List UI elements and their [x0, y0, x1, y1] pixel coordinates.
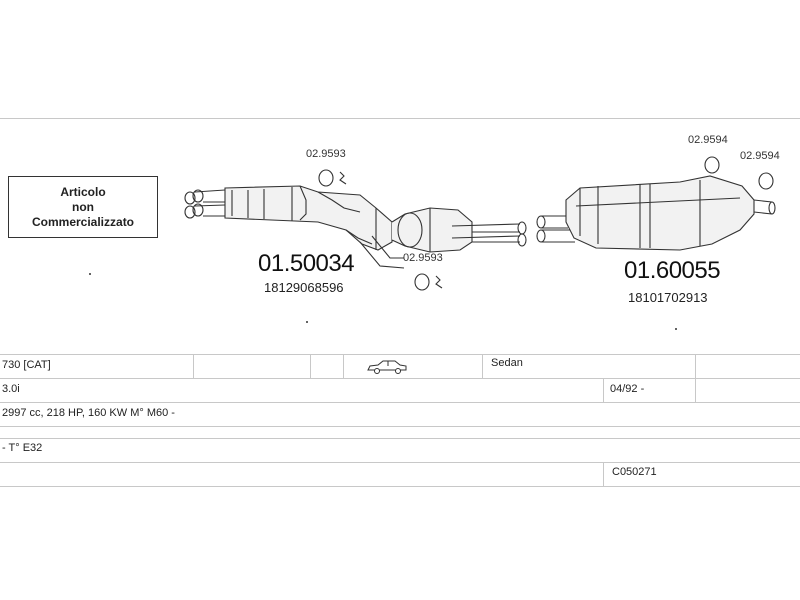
vehicle-engine: 3.0i — [2, 383, 20, 395]
gasket-front-icon — [318, 169, 347, 187]
exhaust-system-diagram — [89, 156, 776, 330]
vehicle-specs: 2997 cc, 218 HP, 160 KW M° M60 - — [2, 407, 175, 419]
not-commercialized-notice: Articolo non Commercializzato — [8, 176, 158, 238]
gasket-front-ref[interactable]: 02.9593 — [306, 148, 346, 160]
gasket-rear-right-ref[interactable]: 02.9594 — [740, 150, 780, 162]
gasket-front-lower-icon — [414, 273, 443, 291]
notice-line-2: non — [72, 199, 94, 214]
front-assembly-oem: 18129068596 — [264, 280, 344, 295]
notice-line-3: Commercializzato — [31, 214, 135, 229]
car-sedan-icon — [367, 360, 407, 374]
notice-line-1: Articolo — [60, 184, 106, 199]
top-border — [0, 118, 800, 119]
rear-assembly-oem: 18101702913 — [628, 290, 708, 305]
gasket-front-lower-ref[interactable]: 02.9593 — [403, 252, 443, 264]
centre-resonator — [391, 207, 527, 253]
vehicle-body: Sedan — [491, 357, 523, 369]
front-silencer-assembly — [224, 185, 405, 269]
front-pipe-inlets — [184, 189, 226, 219]
catalog-code: C050271 — [612, 466, 657, 478]
gasket-rear-left-icon — [704, 156, 720, 174]
gasket-rear-right-icon — [758, 172, 774, 190]
gasket-rear-left-ref[interactable]: 02.9594 — [688, 134, 728, 146]
rear-silencer-assembly — [536, 175, 776, 251]
rear-assembly-code[interactable]: 01.60055 — [624, 257, 721, 284]
vehicle-model: 730 [CAT] — [2, 359, 51, 371]
vehicle-chassis: - T° E32 — [2, 442, 43, 454]
front-assembly-code[interactable]: 01.50034 — [258, 250, 355, 277]
vehicle-period: 04/92 - — [610, 383, 645, 395]
